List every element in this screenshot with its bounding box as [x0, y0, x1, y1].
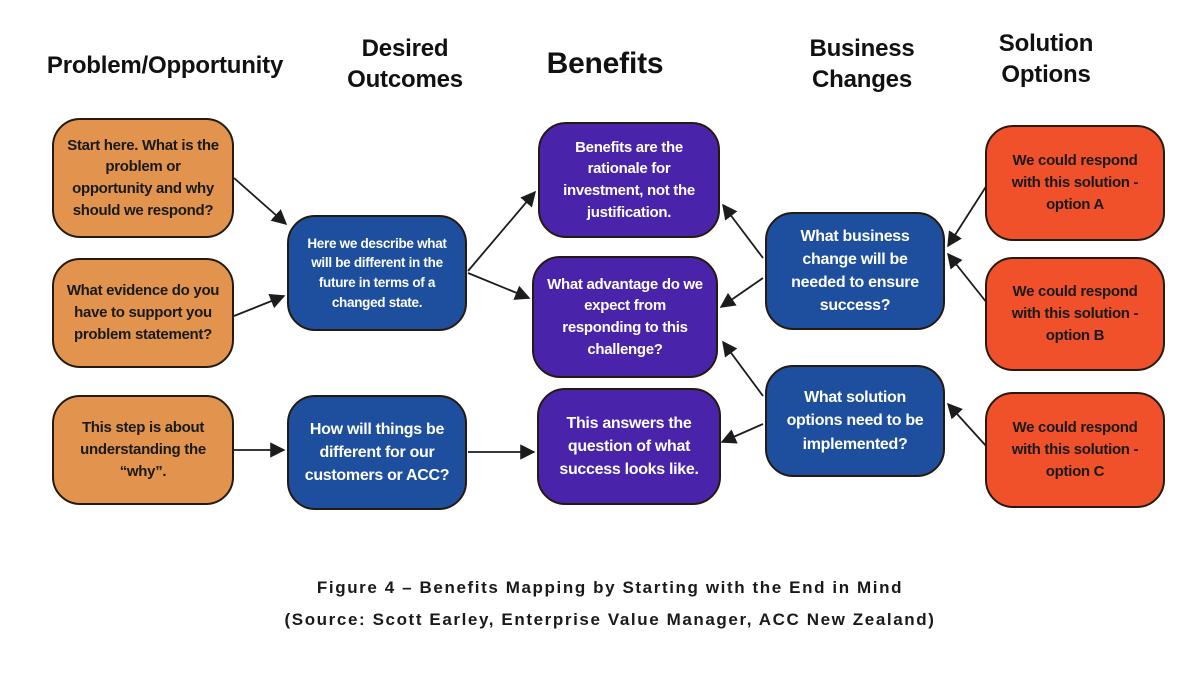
arrow-solution1-to-change1	[947, 184, 988, 248]
arrow-outcome1-to-benefit2	[467, 272, 531, 300]
box-outcome-changed-state: Here we describe what will be different …	[287, 215, 467, 331]
column-header-business-changes: Business Changes	[809, 35, 915, 94]
figure-caption-source: (Source: Scott Earley, Enterprise Value …	[284, 610, 936, 630]
arrow-problem2-to-outcome1	[233, 294, 286, 317]
arrow-change2-to-benefit2	[722, 340, 764, 397]
box-change-business: What business change will be needed to e…	[765, 212, 945, 330]
box-benefit-success: This answers the question of what succes…	[537, 388, 721, 505]
arrow-outcome1-to-benefit1	[467, 190, 536, 272]
arrow-change2-to-benefit3	[720, 423, 764, 444]
column-header-solution-options: Solution Options	[998, 30, 1094, 89]
column-header-problem-opportunity: Problem/Opportunity	[46, 52, 284, 79]
box-problem-evidence: What evidence do you have to support you…	[52, 258, 234, 368]
box-problem-start-here: Start here. What is the problem or oppor…	[52, 118, 234, 238]
arrow-change1-to-benefit2	[719, 277, 764, 308]
arrow-change1-to-benefit1	[722, 203, 764, 259]
figure-caption: Figure 4 – Benefits Mapping by Starting …	[20, 572, 1200, 637]
arrow-solution2-to-change1	[947, 252, 988, 304]
figure-caption-title: Figure 4 – Benefits Mapping by Starting …	[316, 578, 904, 597]
box-outcome-customers-acc: How will things be different for our cus…	[287, 395, 467, 510]
column-header-desired-outcomes: Desired Outcomes	[347, 35, 463, 94]
arrow-solution3-to-change2	[946, 402, 988, 448]
box-solution-option-b: We could respond with this solution - op…	[985, 257, 1165, 371]
box-solution-option-c: We could respond with this solution - op…	[985, 392, 1165, 508]
box-change-solutions: What solution options need to be impleme…	[765, 365, 945, 477]
column-header-benefits: Benefits	[546, 47, 664, 80]
box-problem-why: This step is about understanding the “wh…	[52, 395, 234, 505]
arrow-problem1-to-outcome1	[233, 177, 288, 226]
box-solution-option-a: We could respond with this solution - op…	[985, 125, 1165, 241]
box-benefit-rationale: Benefits are the rationale for investmen…	[538, 122, 720, 238]
box-benefit-advantage: What advantage do we expect from respond…	[532, 256, 718, 378]
